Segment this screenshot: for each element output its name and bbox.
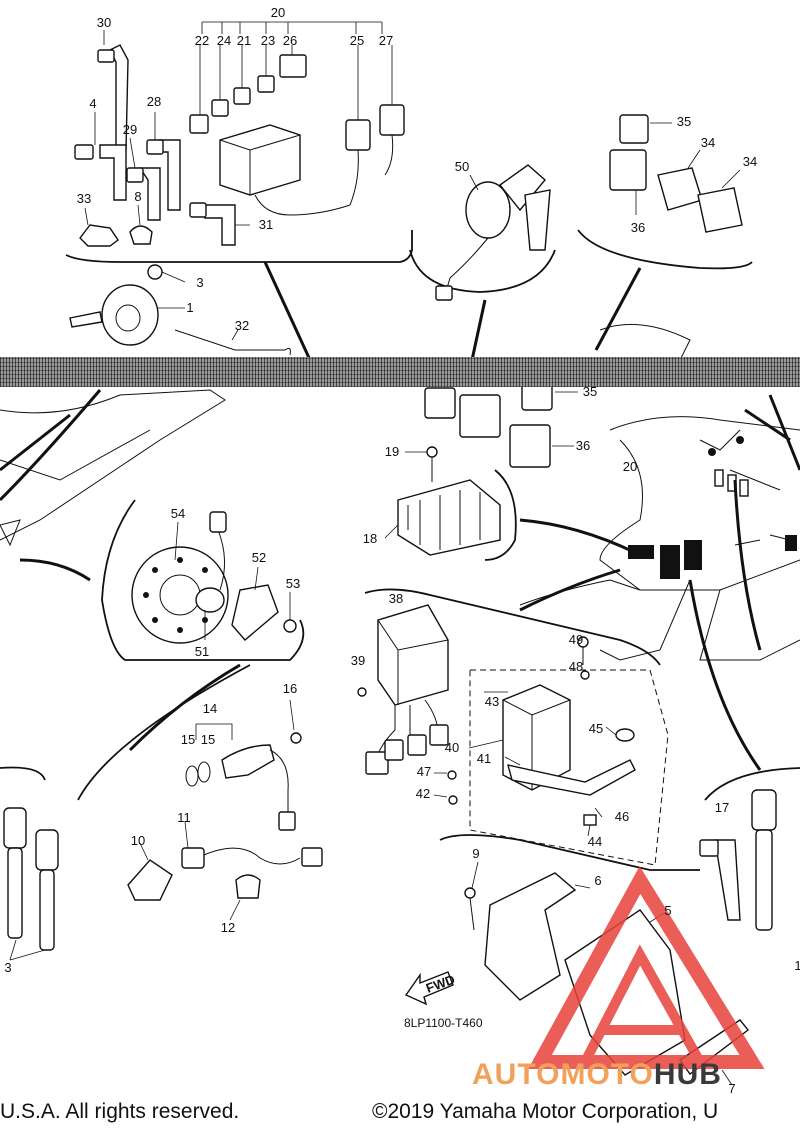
callout-8: 8 [134,189,141,204]
leader-line-lower [19,479,762,771]
callout-35: 35 [583,384,597,399]
callout-48: 48 [569,659,583,674]
callout-7: 7 [728,1081,735,1096]
callout-40: 40 [445,740,459,755]
watermark-logo [528,866,765,1069]
callout-23: 23 [261,33,275,48]
callout-1: 1 [186,300,193,315]
callout-51: 51 [195,644,209,659]
callout-21: 21 [237,33,251,48]
callout-39: 39 [351,653,365,668]
callout-5: 5 [664,903,671,918]
callout-34: 34 [701,135,715,150]
callout-22: 22 [195,33,209,48]
callout-38: 38 [389,591,403,606]
ignition-switch [409,164,556,301]
callout-4: 4 [89,96,96,111]
callout-9: 9 [472,846,479,861]
pressure-switch [127,821,323,921]
fwd-label: FWD [424,972,457,996]
callout-52: 52 [252,550,266,565]
ecu-panel [357,588,669,866]
callout-34: 34 [743,154,757,169]
callout-53: 53 [286,576,300,591]
scan-noise-band [0,357,800,387]
callout-45: 45 [589,721,603,736]
callout-44: 44 [588,834,602,849]
callout-30: 30 [97,15,111,30]
callout-27: 27 [379,33,393,48]
callout-36: 36 [576,438,590,453]
callout-14: 14 [203,701,217,716]
callout-33: 33 [77,191,91,206]
callout-41: 41 [477,751,491,766]
callout-6: 6 [594,873,601,888]
watermark-part1: AUTOMOTO [472,1058,654,1091]
callout-26: 26 [283,33,297,48]
callout-12: 12 [221,920,235,935]
fuse-box-panel [65,21,413,263]
callout-25: 25 [350,33,364,48]
crank-sensor-panel [77,664,302,831]
callout-47: 47 [417,764,431,779]
callout-11: 11 [177,810,191,825]
callout-10: 10 [131,833,145,848]
callout-35: 35 [677,114,691,129]
callout-15: 15 [181,732,195,747]
callout-49: 49 [569,632,583,647]
watermark-text: AUTOMOTOHUB [472,1058,722,1092]
callout-54: 54 [171,506,185,521]
machine-body-right [519,323,800,661]
callout-28: 28 [147,94,161,109]
callout-3: 3 [4,960,11,975]
callout-20: 20 [623,459,637,474]
frame-left [0,389,226,547]
callout-20: 20 [271,5,285,20]
callout-16: 16 [283,681,297,696]
callout-31: 31 [259,217,273,232]
leader-line-top [263,261,642,361]
callout-42: 42 [416,786,430,801]
callout-32: 32 [235,318,249,333]
copyright-left: U.S.A. All rights reserved. [0,1100,240,1123]
callout-1: 1 [794,958,800,973]
regulator-assembly [384,379,578,561]
callout-15: 15 [201,732,215,747]
copyright-right: ©2019 Yamaha Motor Corporation, U [372,1100,719,1123]
callout-43: 43 [485,694,499,709]
drawing-code: 8LP1100-T460 [404,1016,483,1030]
callout-36: 36 [631,220,645,235]
relay-panel [577,114,753,270]
callout-17: 17 [715,800,729,815]
horn-assembly [69,264,291,356]
callout-18: 18 [363,531,377,546]
callout-19: 19 [385,444,399,459]
fwd-arrow [404,971,454,1006]
pickup-coil-panel [101,499,305,661]
callout-3: 3 [196,275,203,290]
callout-50: 50 [455,159,469,174]
callout-24: 24 [217,33,231,48]
ignition-coils [0,766,800,961]
watermark-part2: HUB [653,1058,722,1091]
callout-46: 46 [615,809,629,824]
callout-29: 29 [123,122,137,137]
